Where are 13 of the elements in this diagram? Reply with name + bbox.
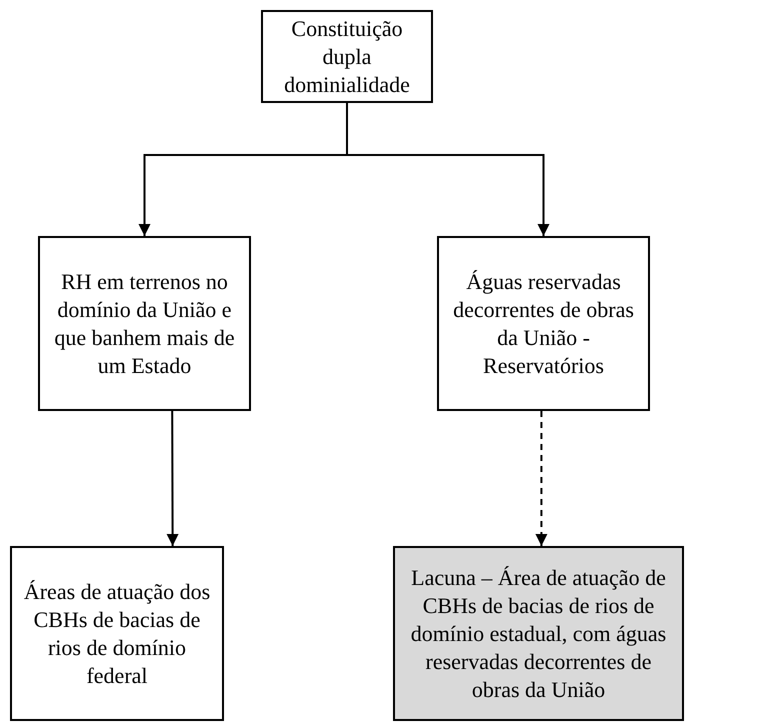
process-box [261, 10, 433, 103]
process-box [437, 236, 650, 411]
box-text: Lacuna – Área de atuação de CBHs de bacias de rios de domínio estadual, com águas reservadas decorrentes de obras da União [410, 564, 668, 704]
arrow [346, 103, 550, 236]
process-box [38, 236, 251, 411]
arrow [535, 411, 548, 546]
process-box [10, 546, 224, 721]
box-text: RH em terrenos no domínio da União e que banhem mais de um Estado [53, 268, 236, 380]
process-box [393, 546, 684, 721]
box-text: Constituição dupla dominialidade [283, 14, 411, 98]
box-text: Áreas de atuação dos CBHs de bacias de rios de domínio federal [22, 578, 212, 690]
box-text: Águas reservadas decorrentes de obras da União - Reservatórios [452, 268, 635, 380]
arrow [166, 411, 179, 546]
